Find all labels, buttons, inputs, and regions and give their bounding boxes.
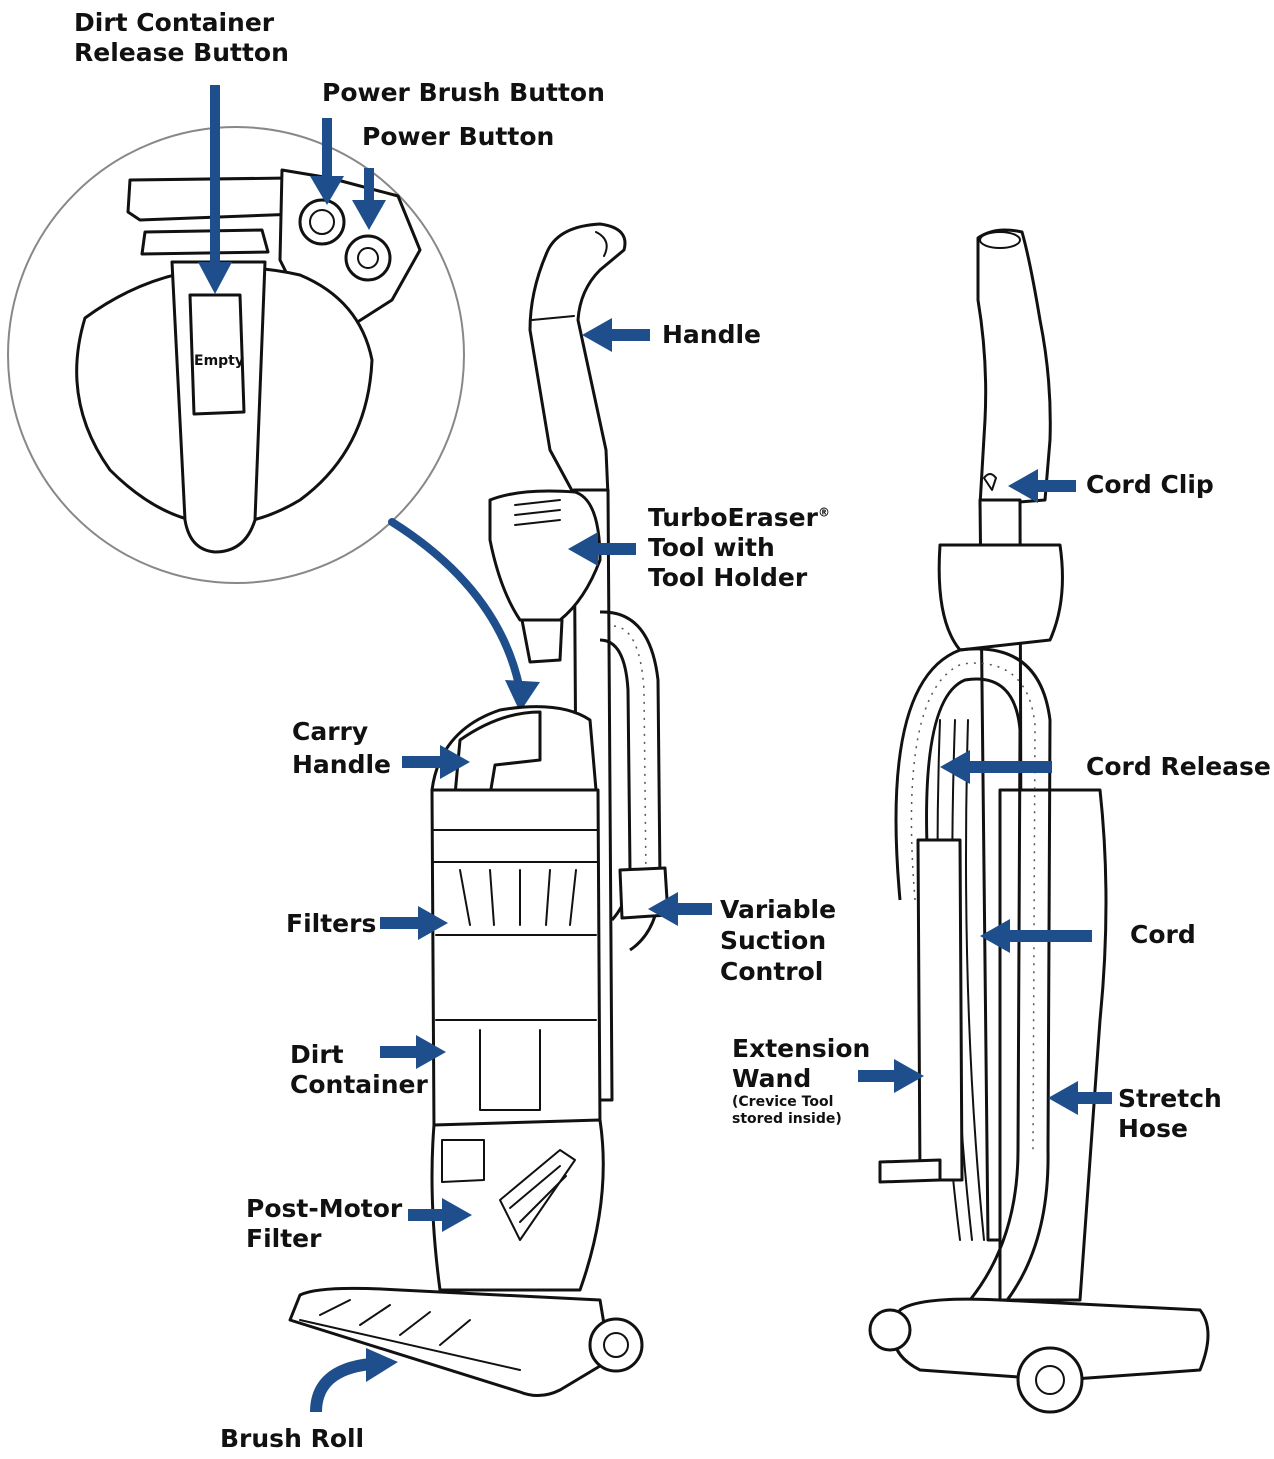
label-cord-clip: Cord Clip xyxy=(1086,470,1214,499)
label-variable-suction: Variable Suction Control xyxy=(720,895,837,986)
vacuum-front-view xyxy=(288,222,670,1397)
vacuum-rear-view xyxy=(868,228,1210,1414)
label-extension-wand: Extension Wand (Crevice Tool stored insi… xyxy=(732,1034,871,1127)
label-stretch-hose: Stretch Hose xyxy=(1118,1084,1222,1143)
label-dirt-container-release: Dirt Container Release Button xyxy=(74,8,289,67)
label-power-button: Power Button xyxy=(362,122,555,151)
callout-arrows xyxy=(198,85,1112,1413)
zoom-inset xyxy=(7,126,465,584)
label-post-motor-filter: Post-Motor Filter xyxy=(246,1194,403,1253)
label-carry-handle: Carry Handle xyxy=(292,717,392,779)
label-cord: Cord xyxy=(1130,920,1196,949)
label-cord-release: Cord Release xyxy=(1086,752,1271,781)
empty-button-label: Empty xyxy=(194,353,244,369)
label-filters: Filters xyxy=(286,909,377,938)
label-turbo-eraser: TurboEraser® Tool with Tool Holder xyxy=(648,503,830,592)
label-power-brush-button: Power Brush Button xyxy=(322,78,605,107)
label-brush-roll: Brush Roll xyxy=(220,1424,365,1453)
label-dirt-container: Dirt Container xyxy=(290,1040,428,1099)
label-handle: Handle xyxy=(662,320,762,349)
